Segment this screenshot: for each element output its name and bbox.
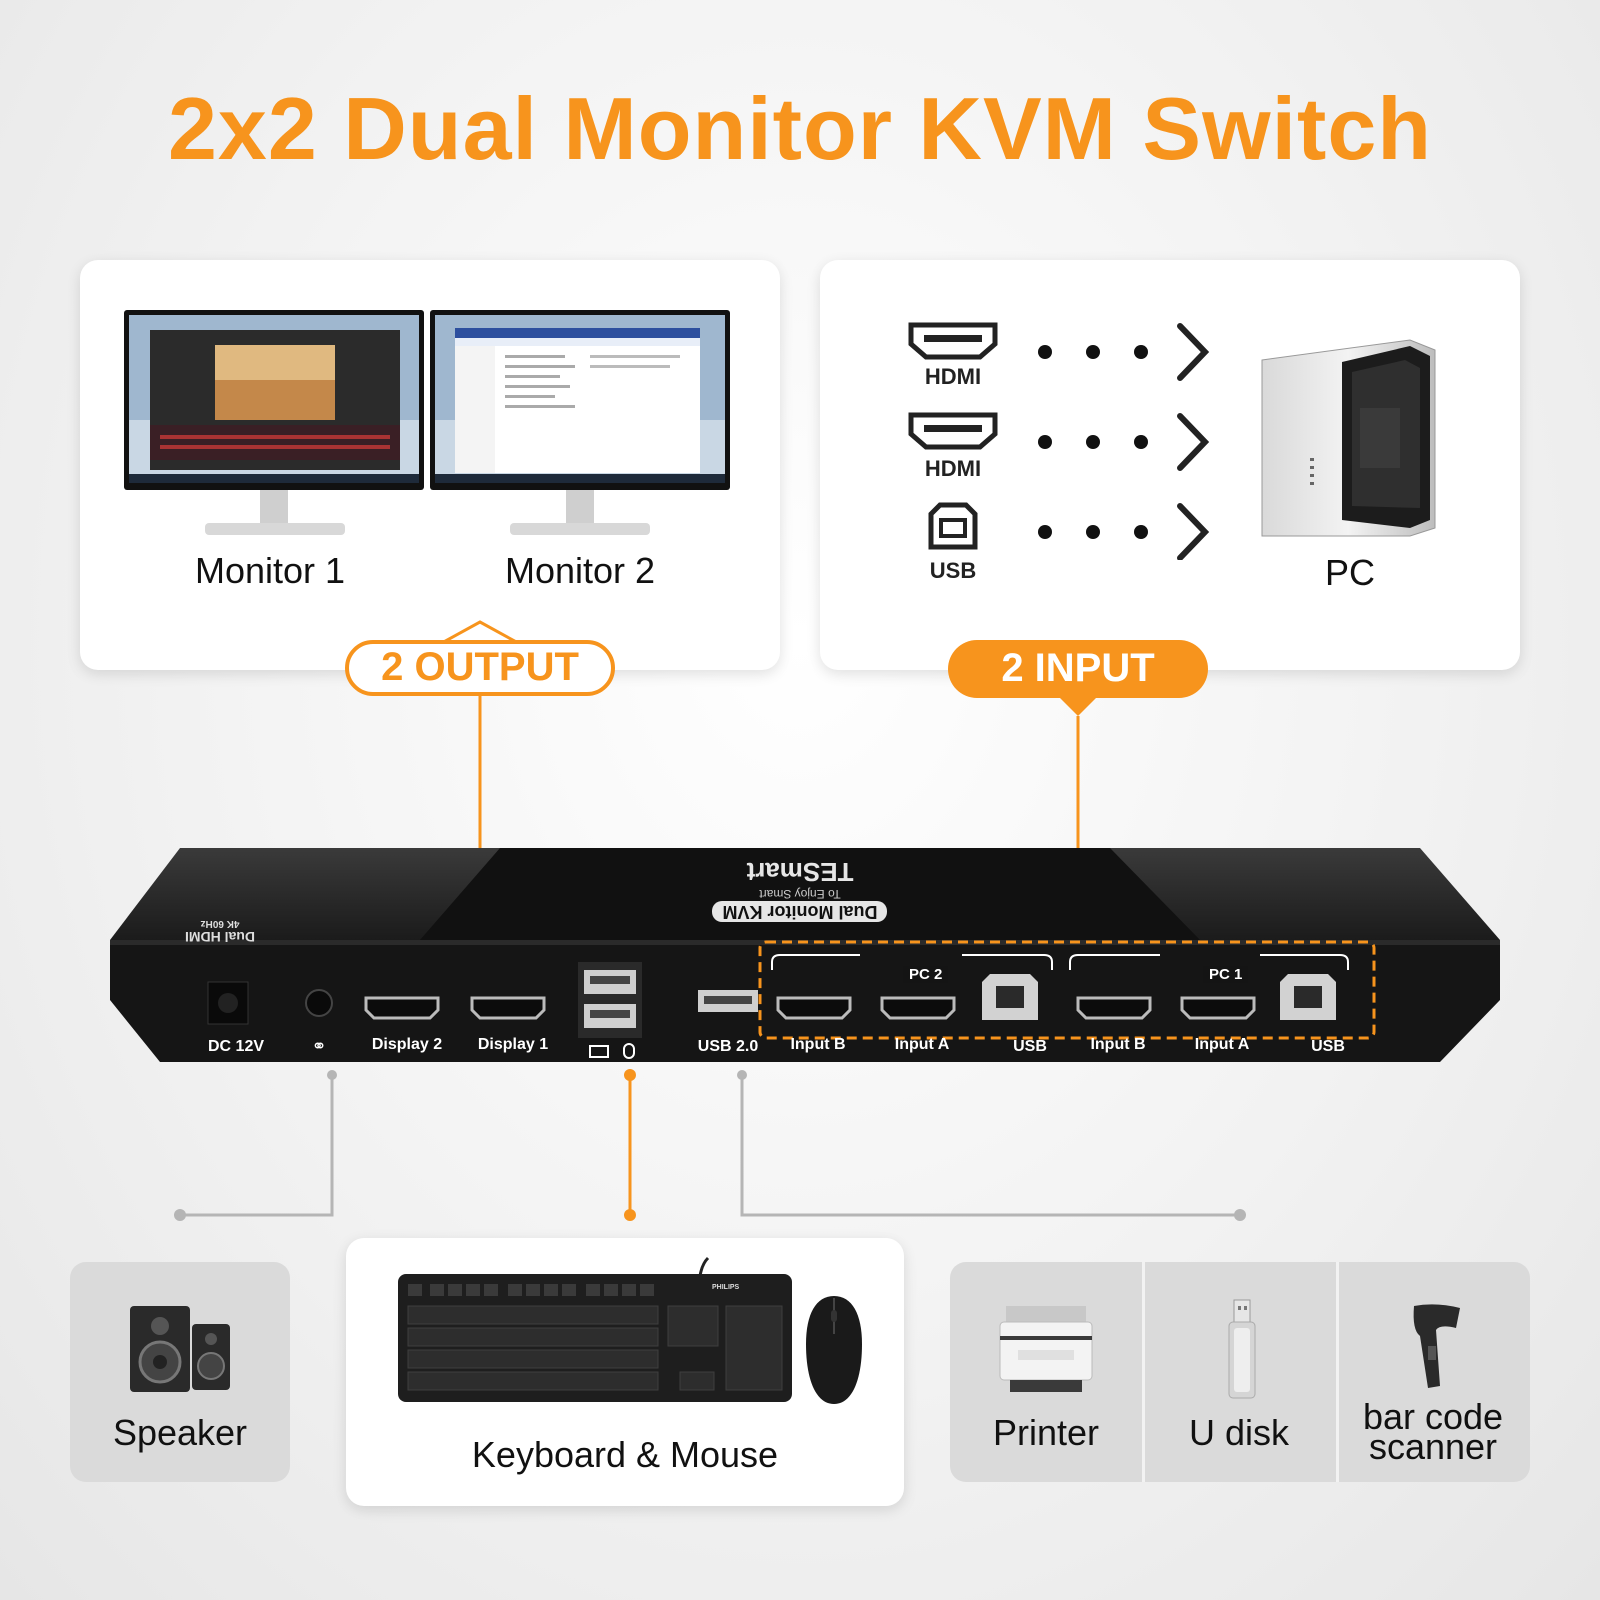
pc-label: PC <box>1324 552 1375 593</box>
barcode-scanner-icon <box>1413 1304 1460 1388</box>
pc1-usb: USB <box>1311 1038 1345 1055</box>
device-side-resolution: 4K 60Hz <box>200 918 240 929</box>
keyboard-mouse-label: Keyboard & Mouse <box>471 1434 779 1475</box>
device-brand: TESmart <box>746 857 854 887</box>
usb-label: USB <box>929 558 977 583</box>
port-usb-2-0: USB 2.0 <box>697 1038 759 1055</box>
pc2-input-b: Input B <box>790 1036 846 1053</box>
keyboard-mouse-card: PHILIPS Keyboard & Mouse <box>346 1238 904 1506</box>
output-badge: 2 OUTPUT <box>345 640 615 696</box>
device-lid-model: Dual Monitor KVM <box>712 901 888 922</box>
udisk-label: U disk <box>1188 1412 1290 1453</box>
input-badge-pointer <box>1058 696 1098 716</box>
device-ports <box>207 940 1376 1059</box>
port-display-1: Display 1 <box>477 1036 549 1053</box>
speaker-label: Speaker <box>112 1412 248 1453</box>
monitor-2-icon <box>430 310 730 535</box>
monitor-1-label: Monitor 1 <box>194 550 346 591</box>
pc2-input-a: Input A <box>894 1036 950 1053</box>
pc2-label: PC 2 <box>903 966 949 983</box>
port-display-2: Display 2 <box>371 1036 443 1053</box>
printer-icon <box>999 1306 1093 1392</box>
scanner-label-line1: bar code <box>1362 1396 1504 1437</box>
hdmi-label-1: HDMI <box>924 364 982 389</box>
pc1-input-b: Input B <box>1090 1036 1146 1053</box>
page-title: 2x2 Dual Monitor KVM Switch <box>167 79 1433 178</box>
divider <box>1336 1262 1339 1482</box>
hdmi-icon <box>908 412 998 450</box>
monitor-1-icon <box>124 310 424 535</box>
keyboard-brand: PHILIPS <box>712 1284 740 1291</box>
output-card: Monitor 1 Monitor 2 <box>80 260 780 670</box>
device-tagline: To Enjoy Smart <box>759 887 841 901</box>
headphone-icon: ⚭ <box>311 1036 327 1056</box>
input-card: HDMI HDMI USB <box>820 260 1520 670</box>
monitor-2-label: Monitor 2 <box>504 550 656 591</box>
keyboard-icon <box>398 1256 792 1402</box>
input-badge: 2 INPUT <box>948 640 1208 698</box>
speaker-icon <box>130 1306 230 1392</box>
divider <box>1142 1262 1145 1482</box>
speaker-card: Speaker <box>70 1262 290 1482</box>
pc1-label: PC 1 <box>1203 966 1249 983</box>
hdmi-icon <box>908 322 998 360</box>
scanner-label-line2: scanner <box>1368 1426 1498 1467</box>
output-badge-notch <box>440 620 520 644</box>
connection-arrows <box>1038 323 1210 560</box>
device-lid-text: Dual Monitor KVM To Enjoy Smart TESmart <box>620 856 980 922</box>
pc1-input-a: Input A <box>1194 1036 1250 1053</box>
usb-peripherals-card: Printer U disk bar code scanner <box>950 1262 1530 1482</box>
port-dc: DC 12V <box>207 1038 265 1055</box>
pc-tower-icon <box>1261 339 1436 537</box>
pc2-usb: USB <box>1013 1038 1047 1055</box>
mouse-icon <box>806 1296 862 1404</box>
printer-label: Printer <box>992 1412 1100 1453</box>
usb-b-icon <box>928 502 978 550</box>
usb-disk-icon <box>1228 1299 1256 1399</box>
monitors-illustration <box>124 310 730 535</box>
hdmi-label-2: HDMI <box>924 456 982 481</box>
